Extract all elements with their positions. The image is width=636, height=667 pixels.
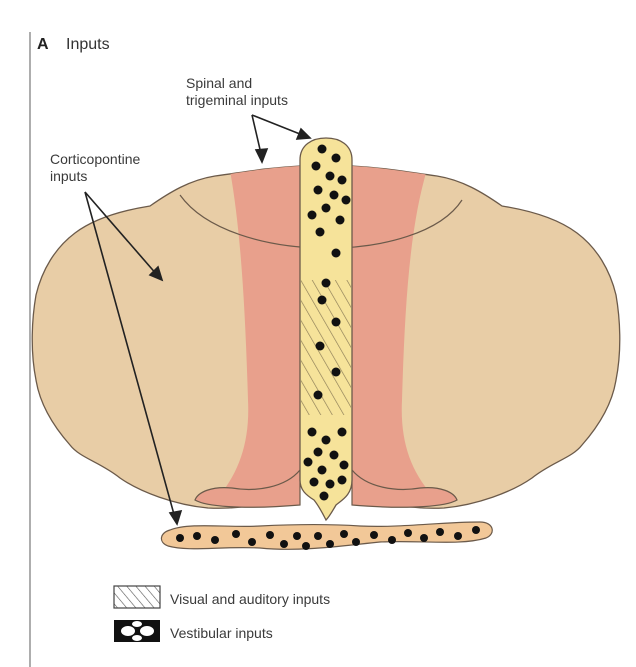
vermis-dot	[341, 195, 351, 205]
bar-dot	[211, 536, 219, 544]
vermis-dot	[329, 190, 339, 200]
bar-dot	[314, 532, 322, 540]
panel-title: Inputs	[66, 36, 110, 53]
arrow-head	[148, 265, 164, 282]
bar-dot	[280, 540, 288, 548]
vermis-dot	[313, 185, 323, 195]
bar-dot	[293, 532, 301, 540]
vermis-dot	[321, 203, 331, 213]
vermis-dot	[309, 477, 319, 487]
bar-dot	[404, 529, 412, 537]
vermis-dot	[307, 427, 317, 437]
cortico-label-line2: inputs	[50, 168, 88, 184]
vermis-dot	[319, 491, 329, 501]
vermis-dot	[331, 317, 341, 327]
bar-dot	[326, 540, 334, 548]
bar-dot	[302, 542, 310, 550]
legend-vestibular: Vestibular inputs	[170, 625, 273, 641]
arrow-head	[254, 148, 269, 164]
vermis-dots	[303, 144, 351, 501]
bar-dot	[370, 531, 378, 539]
arrow-head	[168, 509, 183, 526]
vermis-dot	[317, 465, 327, 475]
legend-hatch-swatch	[113, 585, 161, 609]
vermis-dot	[315, 227, 325, 237]
corticopontine-label: Corticopontine inputs	[50, 151, 140, 185]
vermis-dot	[317, 295, 327, 305]
vermis-dot	[321, 278, 331, 288]
spinal-arrows	[251, 114, 312, 164]
bar-dots	[176, 526, 480, 550]
bar-dot	[420, 534, 428, 542]
right-hemisphere	[351, 165, 621, 509]
left-flap	[194, 468, 301, 508]
vermis-dot	[331, 153, 341, 163]
bar-dot	[176, 534, 184, 542]
spinal-label-line1: Spinal and	[186, 75, 253, 91]
cortico-label-line1: Corticopontine	[50, 151, 141, 167]
right-flap	[351, 468, 458, 508]
vermis-dot	[325, 171, 335, 181]
panel-letter: A	[37, 36, 49, 53]
bar-dot	[352, 538, 360, 546]
bar-dot	[472, 526, 480, 534]
vermis-dot	[321, 435, 331, 445]
bar-dot	[232, 530, 240, 538]
vermis-dot	[337, 475, 347, 485]
spinal-trigeminal-label: Spinal and trigeminal inputs	[186, 75, 288, 109]
bar-dot	[388, 536, 396, 544]
vermis-dot	[331, 248, 341, 258]
vermis-dot	[303, 457, 313, 467]
vermis-dot	[313, 390, 323, 400]
bar-dot	[266, 531, 274, 539]
vermis-dot	[331, 367, 341, 377]
vermis-dot	[307, 210, 317, 220]
bar-dot	[193, 532, 201, 540]
spinal-label-line2: trigeminal inputs	[186, 92, 288, 108]
corticopontine-arrows	[84, 191, 183, 526]
vermis-dot	[337, 175, 347, 185]
vermis-dot	[329, 450, 339, 460]
vermis-dot	[325, 479, 335, 489]
left-paravermis	[220, 166, 300, 505]
visual-auditory-region	[301, 280, 351, 415]
vermis-dot	[315, 341, 325, 351]
vermis-dot	[335, 215, 345, 225]
vermis-dot	[339, 460, 349, 470]
bar-dot	[248, 538, 256, 546]
vermis-dot	[311, 161, 321, 171]
arrow-head	[295, 127, 312, 140]
bar-dot	[454, 532, 462, 540]
right-paravermis	[352, 166, 432, 505]
bar-dot	[436, 528, 444, 536]
bar-dot	[340, 530, 348, 538]
legend-vestibular-swatch	[114, 620, 160, 642]
flocculonodular-bar	[160, 521, 493, 550]
vermis-dot	[313, 447, 323, 457]
left-hemisphere	[31, 165, 301, 509]
vermis-dot	[317, 144, 327, 154]
legend-visual-auditory: Visual and auditory inputs	[170, 591, 331, 607]
vermis-dot	[337, 427, 347, 437]
